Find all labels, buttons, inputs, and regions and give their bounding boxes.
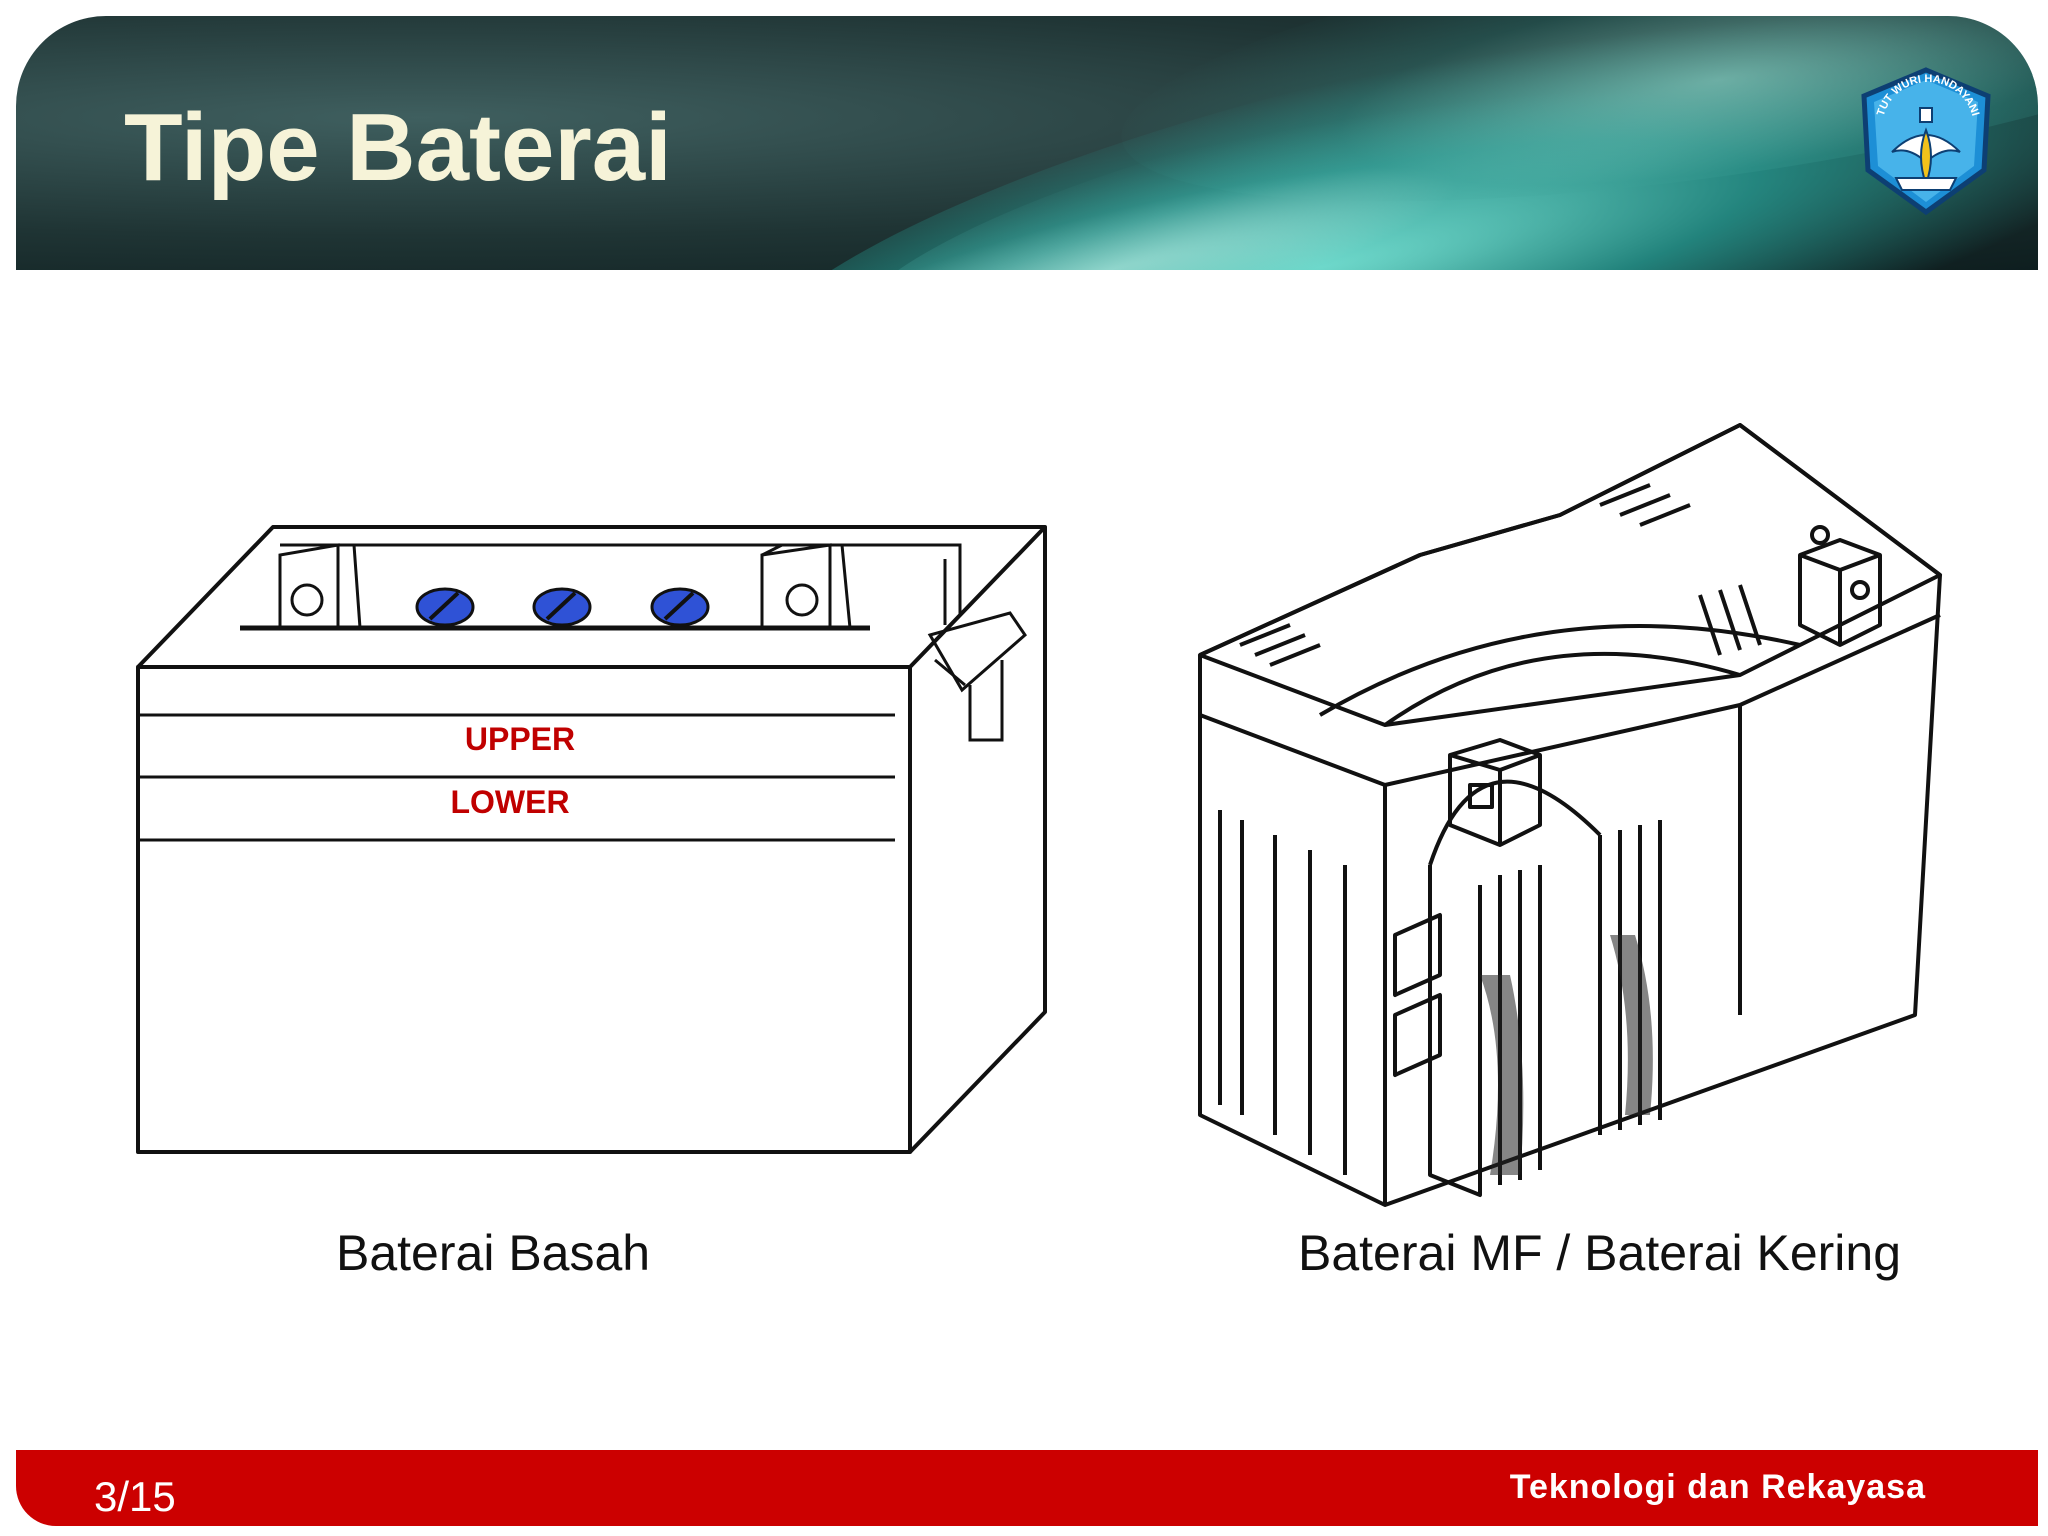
page-number: 3/15 bbox=[94, 1473, 176, 1520]
lower-level-label: LOWER bbox=[450, 784, 569, 820]
upper-level-label: UPPER bbox=[465, 721, 575, 757]
battery-cap-icon bbox=[415, 587, 475, 627]
battery-cap-icon bbox=[532, 587, 592, 627]
footer-tab bbox=[1968, 1450, 2038, 1526]
tut-wuri-handayani-logo-icon: TUT WURI HANDAYANI bbox=[1861, 67, 1991, 216]
mf-battery-caption: Baterai MF / Baterai Kering bbox=[1298, 1225, 1902, 1281]
header-banner bbox=[16, 16, 2038, 270]
mf-battery-cutaway-diagram bbox=[1198, 423, 1942, 1207]
battery-cap-icon bbox=[650, 587, 710, 627]
footer-text: Teknologi dan Rekayasa bbox=[1509, 1468, 1926, 1506]
slide-title: Tipe Baterai bbox=[124, 94, 672, 201]
wet-battery-caption: Baterai Basah bbox=[336, 1225, 651, 1281]
footer-bar: 3/15 Teknologi dan Rekayasa bbox=[16, 1450, 2038, 1526]
wet-battery-diagram: UPPER LOWER bbox=[136, 525, 1047, 1154]
